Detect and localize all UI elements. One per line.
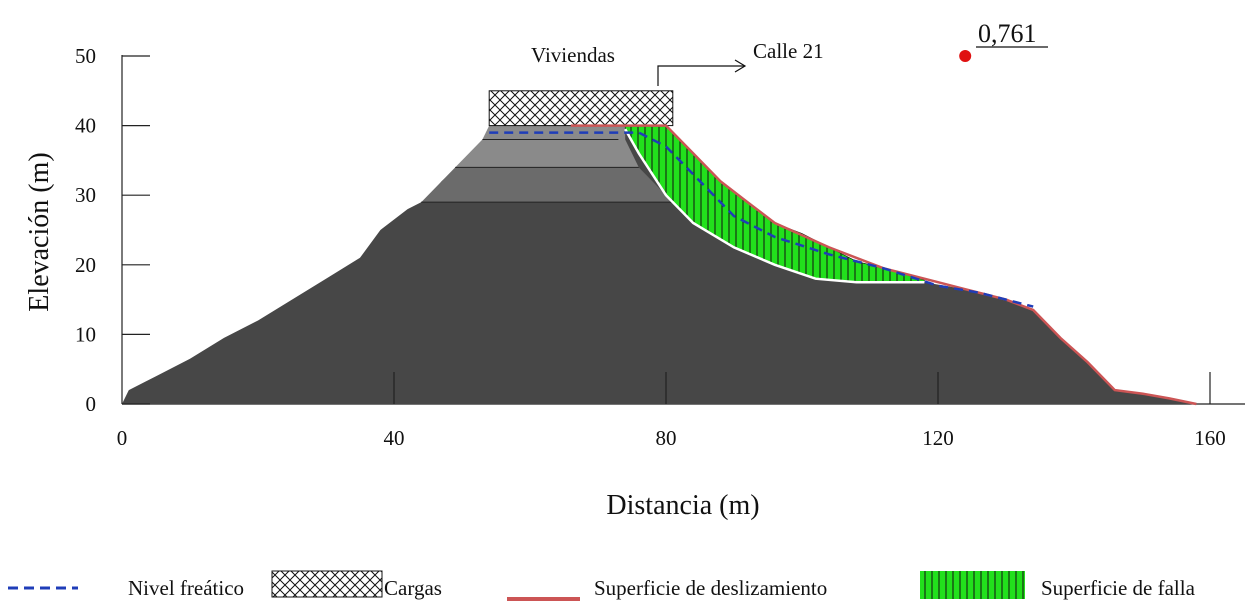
- y-tick-label: 40: [75, 114, 96, 138]
- x-tick-label: 80: [656, 426, 677, 450]
- x-axis-label: Distancia (m): [606, 490, 759, 521]
- x-tick-label: 120: [922, 426, 954, 450]
- water-table-line: [489, 131, 1034, 308]
- legend-water-label: Nivel freático: [128, 576, 244, 600]
- failure-surface-line: [624, 128, 925, 284]
- stratum-third: [421, 167, 673, 203]
- legend-slip-label: Superficie de deslizamiento: [594, 576, 827, 600]
- legend-item-water-table: Nivel freático: [8, 576, 244, 600]
- legend-item-slip-surface: Superficie de deslizamiento: [507, 576, 827, 601]
- x-tick-label: 40: [384, 426, 405, 450]
- terrain-body: [122, 125, 1197, 404]
- stratum-second: [455, 139, 639, 168]
- y-tick-label: 0: [86, 392, 97, 416]
- y-axis-label: Elevación (m): [24, 152, 55, 311]
- safety-factor-value: 0,761: [978, 19, 1037, 48]
- legend-item-loads: Cargas: [271, 570, 442, 600]
- slip-surface-line: [570, 124, 1197, 406]
- legend-loads-swatch: [271, 570, 383, 598]
- x-tick-label: 0: [117, 426, 128, 450]
- safety-factor-point: [959, 50, 972, 62]
- loads-block: [488, 90, 674, 127]
- y-tick-label: 50: [75, 44, 96, 68]
- legend-fail-label: Superficie de falla: [1041, 576, 1196, 600]
- y-tick-label: 20: [75, 253, 96, 277]
- y-tick-label: 30: [75, 183, 96, 207]
- x-tick-label: 160: [1194, 426, 1226, 450]
- calle-21-label: Calle 21: [753, 39, 824, 63]
- legend-fail-swatch: [920, 571, 1025, 599]
- y-tick-label: 10: [75, 322, 96, 346]
- legend-item-failure-surface: Superficie de falla: [920, 571, 1196, 600]
- legend: Nivel freático Cargas Superficie de desl…: [8, 570, 1196, 601]
- legend-loads-label: Cargas: [384, 576, 442, 600]
- viviendas-label: Viviendas: [531, 43, 615, 67]
- calle-arrow: [657, 59, 747, 86]
